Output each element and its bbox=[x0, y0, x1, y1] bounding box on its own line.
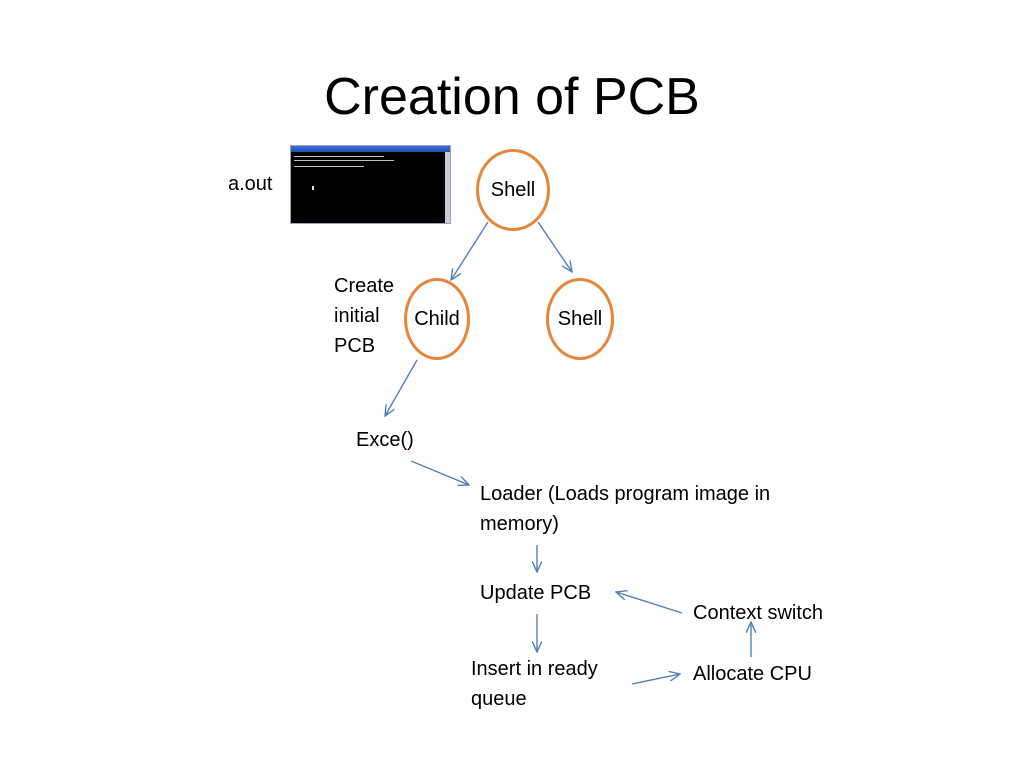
label-create-initial-pcb: Create initial PCB bbox=[334, 271, 394, 361]
label-line: PCB bbox=[334, 335, 376, 357]
label-line: initial bbox=[334, 305, 380, 327]
console-text-line bbox=[294, 156, 384, 157]
label-line: memory) bbox=[480, 513, 559, 535]
console-text-line bbox=[294, 160, 394, 161]
console-text-line bbox=[294, 166, 364, 167]
node-label: Shell bbox=[557, 307, 603, 330]
node-shell-right: Shell bbox=[546, 278, 614, 360]
node-shell-top: Shell bbox=[476, 149, 550, 231]
label-loader: Loader (Loads program image in memory) bbox=[480, 479, 770, 539]
label-update-pcb: Update PCB bbox=[480, 582, 592, 604]
label-line: Loader (Loads program image in bbox=[480, 483, 771, 505]
edge-context-switch-to-update-pcb bbox=[616, 592, 683, 614]
edge-insert-to-allocate-cpu bbox=[631, 674, 680, 685]
console-title-bar bbox=[291, 146, 450, 152]
node-child: Child bbox=[404, 278, 470, 360]
console-window-thumbnail bbox=[290, 145, 451, 224]
edge-child-to-exce bbox=[385, 359, 418, 416]
node-label: Shell bbox=[490, 178, 536, 201]
console-label: a.out bbox=[228, 173, 273, 195]
console-scrollbar bbox=[445, 152, 450, 223]
label-insert-ready-queue: Insert in ready queue bbox=[471, 654, 598, 714]
edge-shell-to-shell bbox=[537, 221, 572, 272]
edge-exce-to-loader bbox=[410, 460, 469, 485]
label-line: Create bbox=[334, 275, 395, 297]
console-cursor bbox=[312, 186, 314, 190]
node-label: Child bbox=[414, 307, 460, 330]
page-title: Creation of PCB bbox=[324, 68, 700, 126]
edge-shell-to-child bbox=[451, 221, 489, 280]
label-allocate-cpu: Allocate CPU bbox=[693, 663, 812, 685]
label-exce: Exce() bbox=[356, 429, 414, 451]
label-line: Insert in ready bbox=[471, 658, 598, 680]
label-context-switch: Context switch bbox=[693, 602, 824, 624]
label-line: queue bbox=[471, 688, 527, 710]
